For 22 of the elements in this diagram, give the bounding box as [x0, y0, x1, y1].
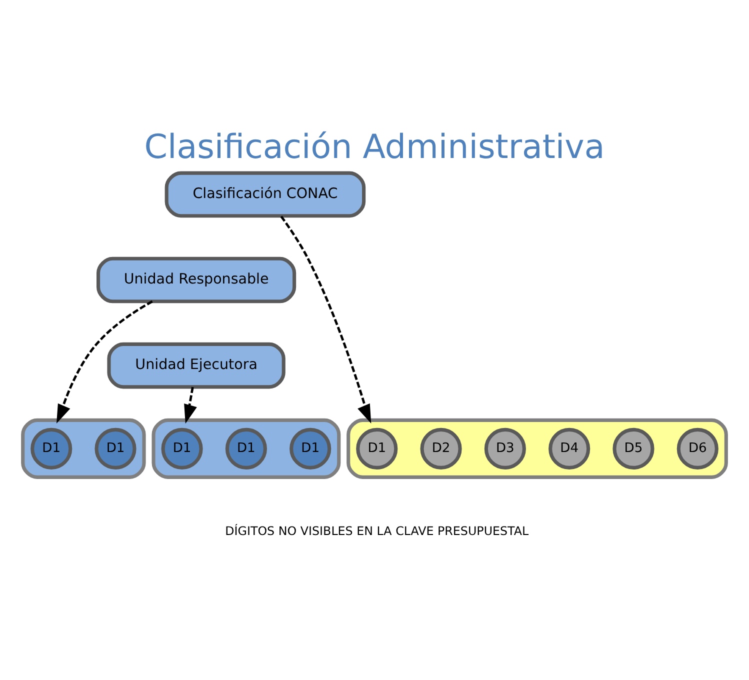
- arrow: [280, 216, 372, 424]
- node-circle: D5: [612, 428, 654, 470]
- node-box: Unidad Ejecutora: [107, 342, 286, 389]
- cluster: [346, 418, 728, 479]
- node-circle: D1: [225, 428, 267, 470]
- node-box: Unidad Responsable: [96, 256, 296, 304]
- arrow: [56, 300, 153, 424]
- node-circle: D6: [676, 428, 718, 470]
- node-circle: D4: [548, 428, 590, 470]
- node-circle: D1: [356, 428, 398, 470]
- node-circle: D1: [30, 428, 72, 470]
- diagram-title: Clasificación Administrativa: [144, 127, 605, 166]
- arrow: [184, 386, 197, 424]
- cluster: [152, 418, 341, 479]
- node-circle: D2: [420, 428, 462, 470]
- node-circle: D1: [161, 428, 203, 470]
- node-circle: D3: [484, 428, 526, 470]
- node-circle: D1: [290, 428, 332, 470]
- node-box: Clasificación CONAC: [164, 171, 366, 218]
- cluster: [21, 418, 146, 479]
- label: DÍGITOS NO VISIBLES EN LA CLAVE PRESUPUESTAL: [225, 524, 529, 538]
- node-circle: D1: [94, 428, 136, 470]
